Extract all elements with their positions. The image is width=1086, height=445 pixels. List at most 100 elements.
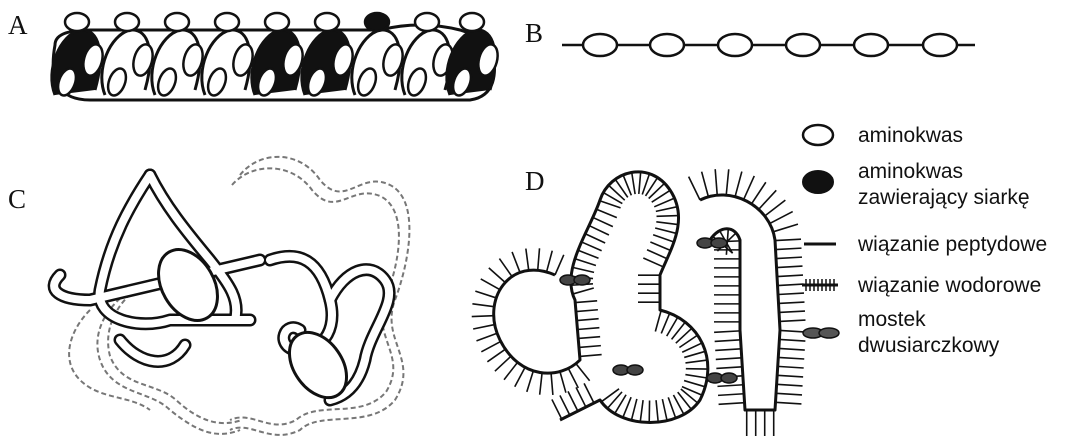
- tube-rib: [623, 397, 631, 417]
- tube-rib: [632, 172, 635, 194]
- tube-rib: [775, 239, 801, 240]
- tube-rib: [744, 176, 755, 200]
- tube-rib: [655, 310, 661, 331]
- tube-rib: [578, 337, 600, 339]
- chain-amino-acid: [923, 34, 957, 56]
- sulfur-amino-acid-symbol: [803, 171, 833, 193]
- tube-rib: [476, 333, 497, 341]
- amino-acid-residue: [215, 13, 239, 31]
- tube-rib: [778, 284, 804, 285]
- amino-acid-residue: [415, 13, 439, 31]
- tube-rib: [684, 351, 705, 357]
- tube-rib: [777, 375, 803, 377]
- tube-rib: [719, 403, 745, 405]
- tube-rib: [656, 400, 658, 422]
- tube-rib: [575, 259, 596, 266]
- tube-rib: [717, 385, 743, 387]
- chain-amino-acid: [718, 34, 752, 56]
- tube-rib: [593, 217, 613, 226]
- chain-amino-acid: [854, 34, 888, 56]
- tube-rib: [560, 372, 566, 393]
- tube-rib: [512, 252, 520, 273]
- tube-rib: [715, 349, 741, 351]
- tube-outline: [494, 172, 708, 423]
- panel-label-b: B: [525, 18, 543, 48]
- tertiary-folded-tube-illustration: [472, 169, 806, 436]
- tube-rib: [656, 207, 677, 212]
- tube-rib: [639, 172, 641, 194]
- tube-rib: [596, 209, 616, 217]
- tube-rib: [568, 368, 578, 388]
- legend-item-amino-acid: aminokwas: [803, 124, 963, 147]
- tube-rib: [576, 310, 598, 312]
- tube-rib: [685, 360, 707, 363]
- tube-rib: [568, 391, 578, 411]
- tube-rib: [551, 373, 553, 395]
- tube-rib: [735, 172, 742, 197]
- tube-rib: [579, 346, 601, 348]
- legend-item-hydrogen-bond: wiązanie wodorowe: [802, 274, 1041, 297]
- tube-rib: [472, 304, 494, 307]
- tube-rib: [780, 320, 806, 321]
- tube-rib: [662, 399, 667, 420]
- tube-rib: [759, 190, 777, 209]
- legend-label-disulfide-bridge-line1: mostek: [858, 308, 926, 331]
- tube-rib: [655, 228, 676, 233]
- tube-rib: [580, 355, 602, 357]
- tube-rib: [777, 275, 803, 276]
- tube-rib: [779, 302, 805, 303]
- tube-rib: [714, 331, 740, 332]
- tube-rib: [681, 389, 698, 403]
- legend-label-hydrogen-bond: wiązanie wodorowe: [857, 274, 1041, 297]
- tube-rib: [475, 291, 496, 298]
- tube-rib: [527, 371, 534, 392]
- tube-rib: [600, 201, 621, 208]
- tube-rib: [573, 267, 594, 272]
- tube-rib: [577, 319, 599, 321]
- tube-rib: [581, 242, 601, 251]
- tube-rib: [603, 193, 622, 204]
- tube-rib: [718, 394, 744, 396]
- tube-rib: [578, 250, 598, 258]
- tube-rib: [640, 400, 643, 422]
- chain-amino-acid: [583, 34, 617, 56]
- tube-rib: [472, 316, 494, 317]
- tube-rib: [538, 248, 540, 270]
- tube-rib: [481, 341, 500, 351]
- amino-acid-residue: [265, 13, 289, 31]
- tube-rib: [552, 399, 562, 419]
- tube-rib: [765, 200, 786, 216]
- tube-rib: [716, 358, 742, 360]
- tube-rib: [689, 177, 700, 200]
- tube-rib: [547, 251, 553, 272]
- tube-rib: [778, 366, 804, 368]
- tube-rib: [576, 364, 590, 381]
- tube-rib: [575, 301, 597, 303]
- globular-protein-illustration: [54, 157, 409, 435]
- tube-rib: [776, 393, 802, 395]
- tube-rib: [716, 367, 742, 369]
- legend-label-peptide-bond: wiązanie peptydowe: [857, 233, 1047, 256]
- tube-rib: [778, 293, 804, 294]
- tube-rib: [770, 212, 793, 224]
- tube-rib: [684, 381, 705, 387]
- tube-rib: [589, 226, 609, 235]
- chain-amino-acid: [650, 34, 684, 56]
- tube-rib: [585, 234, 605, 243]
- tube-rib: [779, 348, 805, 350]
- amino-acid-residue: [115, 13, 139, 31]
- tube-rib: [653, 235, 674, 242]
- tube-rib: [776, 248, 802, 249]
- tube-rib: [715, 340, 741, 342]
- legend-item-disulfide-bridge: mostek dwusiarczkowy: [803, 308, 1000, 357]
- tube-rib: [661, 313, 669, 333]
- tube-rib: [560, 395, 570, 415]
- disulfide-bridge: [613, 365, 643, 375]
- panel-label-c: C: [8, 184, 26, 214]
- tube-rib: [668, 397, 675, 418]
- tube-rib: [504, 362, 518, 379]
- tube-rib: [685, 375, 707, 378]
- tube-rib: [573, 288, 594, 294]
- alpha-helix-illustration: [52, 13, 501, 100]
- tube-rib: [555, 255, 564, 275]
